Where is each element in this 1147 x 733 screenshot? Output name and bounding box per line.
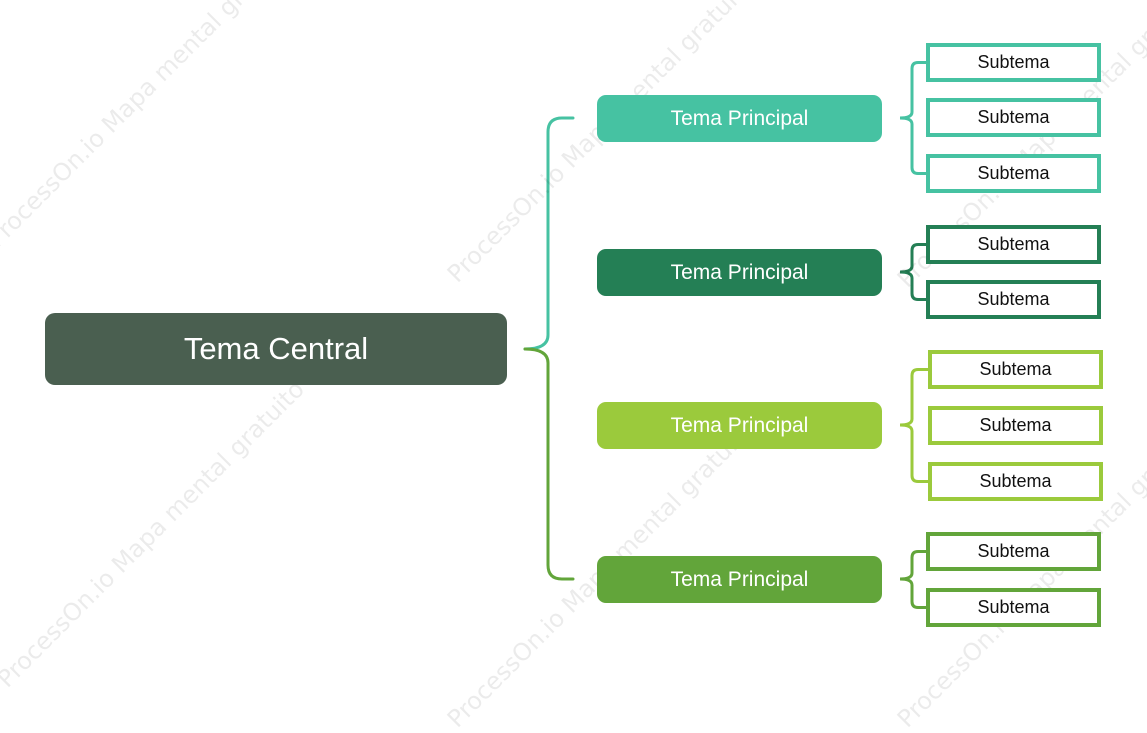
connector-upper — [523, 116, 575, 351]
central-topic[interactable]: Tema Central — [45, 313, 507, 385]
subtopic[interactable]: Subtema — [926, 225, 1101, 264]
subtopic[interactable]: Subtema — [926, 154, 1101, 193]
main-topic-4[interactable]: Tema Principal — [597, 556, 882, 603]
main-topic-3[interactable]: Tema Principal — [597, 402, 882, 449]
subtopic-brace-1 — [899, 61, 928, 175]
subtopic[interactable]: Subtema — [926, 98, 1101, 137]
subtopic-brace-4 — [899, 550, 928, 609]
connector-layer — [523, 61, 930, 609]
subtopic-brace-3 — [899, 368, 930, 483]
subtopic[interactable]: Subtema — [926, 588, 1101, 627]
subtopic[interactable]: Subtema — [928, 406, 1103, 445]
main-topic-2[interactable]: Tema Principal — [597, 249, 882, 296]
subtopic[interactable]: Subtema — [928, 350, 1103, 389]
main-topic-1[interactable]: Tema Principal — [597, 95, 882, 142]
subtopic-brace-2 — [899, 243, 928, 301]
subtopic[interactable]: Subtema — [928, 462, 1103, 501]
subtopic[interactable]: Subtema — [926, 532, 1101, 571]
subtopic[interactable]: Subtema — [926, 280, 1101, 319]
connector-lower — [523, 347, 575, 581]
subtopic[interactable]: Subtema — [926, 43, 1101, 82]
